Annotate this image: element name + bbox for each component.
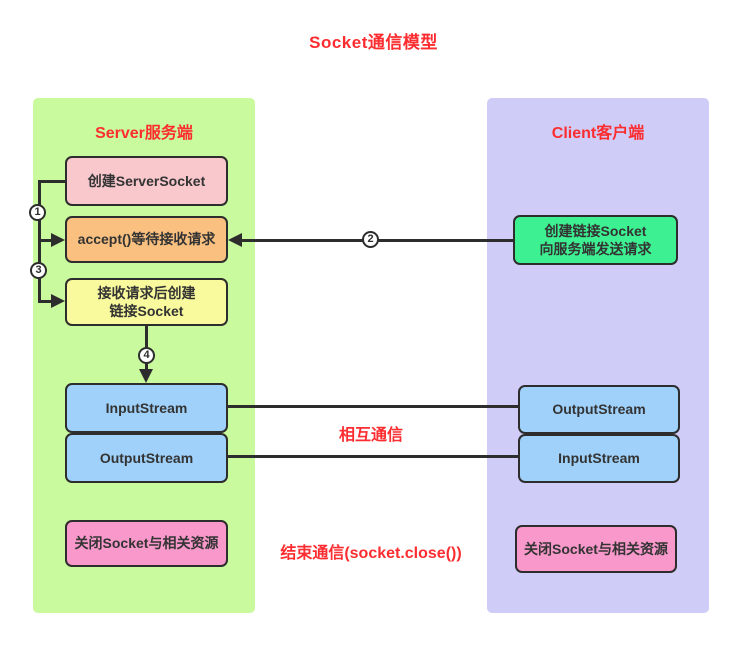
node-create-link-socket-line1: 接收请求后创建 [97, 284, 196, 301]
step-1-badge: 1 [29, 204, 46, 221]
node-server-close-label: 关闭Socket与相关资源 [74, 535, 219, 552]
step-4-badge: 4 [138, 347, 155, 364]
client-panel-header: Client客户端 [551, 125, 645, 142]
step-2-label: 2 [367, 233, 374, 245]
node-client-create-socket-line2: 向服务端发送请求 [539, 241, 652, 257]
node-create-link-socket: 接收请求后创建 链接Socket [65, 278, 228, 326]
step-4-label: 4 [143, 349, 150, 361]
node-client-close-label: 关闭Socket与相关资源 [524, 540, 668, 557]
arrowhead-request-icon [228, 233, 242, 247]
node-client-inputstream-label: InputStream [558, 450, 640, 467]
node-accept-label: accept()等待接收请求 [77, 231, 216, 248]
node-server-inputstream-label: InputStream [105, 399, 188, 416]
connector-create-stub [38, 180, 65, 183]
node-client-inputstream: InputStream [518, 434, 680, 483]
node-create-serversocket: 创建ServerSocket [65, 156, 228, 206]
step-3-badge: 3 [30, 262, 47, 279]
node-client-create-socket: 创建链接Socket 向服务端发送请求 [513, 215, 678, 265]
node-client-outputstream-label: OutputStream [552, 401, 646, 418]
node-server-outputstream: OutputStream [65, 433, 228, 483]
node-server-close: 关闭Socket与相关资源 [65, 520, 228, 567]
node-client-close: 关闭Socket与相关资源 [515, 525, 677, 573]
arrowhead-to-accept-icon [51, 233, 65, 247]
end-communication-label: 结束通信(socket.close()) [280, 545, 462, 562]
node-client-create-socket-line1: 创建链接Socket [544, 222, 647, 239]
diagram-title: Socket通信模型 [309, 33, 438, 52]
arrowhead-down-icon [139, 369, 153, 383]
step-3-label: 3 [35, 264, 42, 276]
connector-stream-line-2 [228, 455, 518, 458]
node-create-serversocket-label: 创建ServerSocket [87, 172, 206, 189]
node-create-link-socket-line2: 链接Socket [109, 303, 184, 319]
arrowhead-to-linksocket-icon [51, 294, 65, 308]
connector-to-linksocket-line [38, 300, 52, 303]
node-server-inputstream: InputStream [65, 383, 228, 433]
connector-stream-line-1 [228, 405, 518, 408]
node-accept: accept()等待接收请求 [65, 216, 228, 263]
server-panel-header: Server服务端 [95, 125, 193, 142]
mutual-communication-label: 相互通信 [338, 427, 403, 444]
connector-to-accept-line [38, 239, 52, 242]
node-server-outputstream-label: OutputStream [99, 449, 194, 466]
step-1-label: 1 [34, 206, 41, 218]
node-client-outputstream: OutputStream [518, 385, 680, 434]
step-2-badge: 2 [362, 231, 379, 248]
